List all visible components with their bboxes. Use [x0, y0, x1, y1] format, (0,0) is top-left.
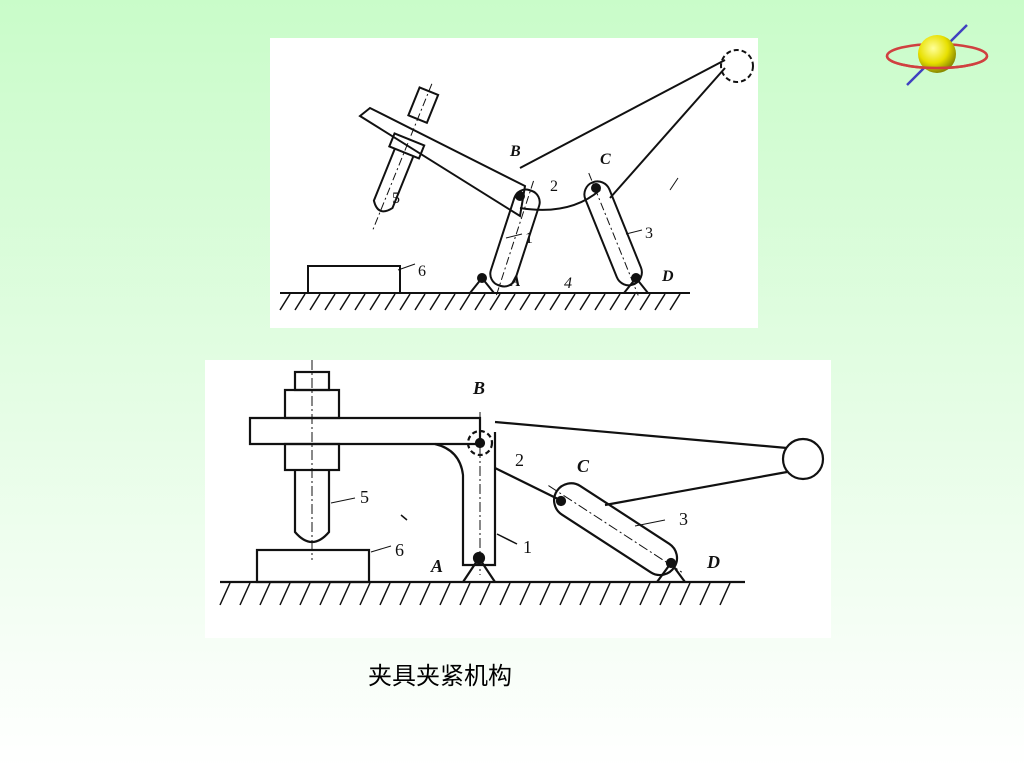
workpiece-6	[307, 265, 401, 294]
handle-rod-upper	[519, 59, 726, 169]
handle-rod-lower	[604, 470, 788, 507]
handle-ball	[781, 437, 825, 481]
figure-caption: 夹具夹紧机构	[368, 662, 512, 690]
number-2: 2	[515, 450, 524, 470]
top-mechanism-diagram: B C A D 1 2 3 4 5 6	[279, 49, 754, 311]
pivot-support-A	[469, 276, 495, 294]
number-3: 3	[679, 509, 688, 529]
link-3	[583, 172, 643, 296]
clamp-screw-5	[283, 360, 341, 560]
bottom-diagram-panel: B C A D 1 2 3 5 6	[205, 360, 831, 638]
top-diagram-panel: B C A D 1 2 3 4 5 6	[270, 38, 758, 328]
link-3	[548, 482, 685, 577]
joint-B	[515, 191, 525, 201]
clamp-screw-5	[371, 83, 440, 233]
number-6: 6	[395, 540, 404, 560]
label-B: B	[509, 143, 521, 160]
handle-rod-lower	[609, 67, 726, 199]
label-A: A	[430, 556, 443, 576]
lever-arm-2	[358, 106, 527, 218]
number-5: 5	[360, 487, 369, 507]
number-1: 1	[525, 230, 533, 247]
label-D: D	[706, 552, 720, 572]
globe-orbit-icon	[885, 24, 989, 86]
number-5: 5	[392, 190, 400, 207]
pivot-support-D	[623, 276, 649, 294]
joint-C	[591, 183, 601, 193]
workpiece-6	[255, 548, 371, 584]
number-6: 6	[418, 263, 426, 280]
ground-hatching	[219, 582, 731, 606]
number-4: 4	[564, 275, 572, 292]
label-C: C	[577, 456, 590, 476]
label-D: D	[661, 268, 674, 285]
label-A: A	[509, 273, 521, 290]
link-2-lower-edge	[519, 189, 601, 211]
pivot-support-A	[462, 556, 496, 583]
joint-C	[555, 495, 567, 507]
label-C: C	[600, 151, 611, 168]
label-B: B	[472, 378, 485, 398]
joint-B	[474, 437, 486, 449]
lever-arm-2	[248, 416, 482, 446]
link-1	[489, 180, 541, 298]
number-3: 3	[645, 225, 653, 242]
bottom-mechanism-diagram: B C A D 1 2 3 5 6	[219, 360, 825, 606]
handle-rod-upper	[494, 420, 788, 450]
link-2-lower-edge	[494, 467, 561, 501]
ground-hatching	[279, 293, 681, 311]
link-1-body	[434, 432, 497, 567]
handle-ball	[720, 49, 754, 83]
pivot-support-D	[656, 561, 686, 583]
number-2: 2	[550, 178, 558, 195]
number-1: 1	[523, 537, 532, 557]
